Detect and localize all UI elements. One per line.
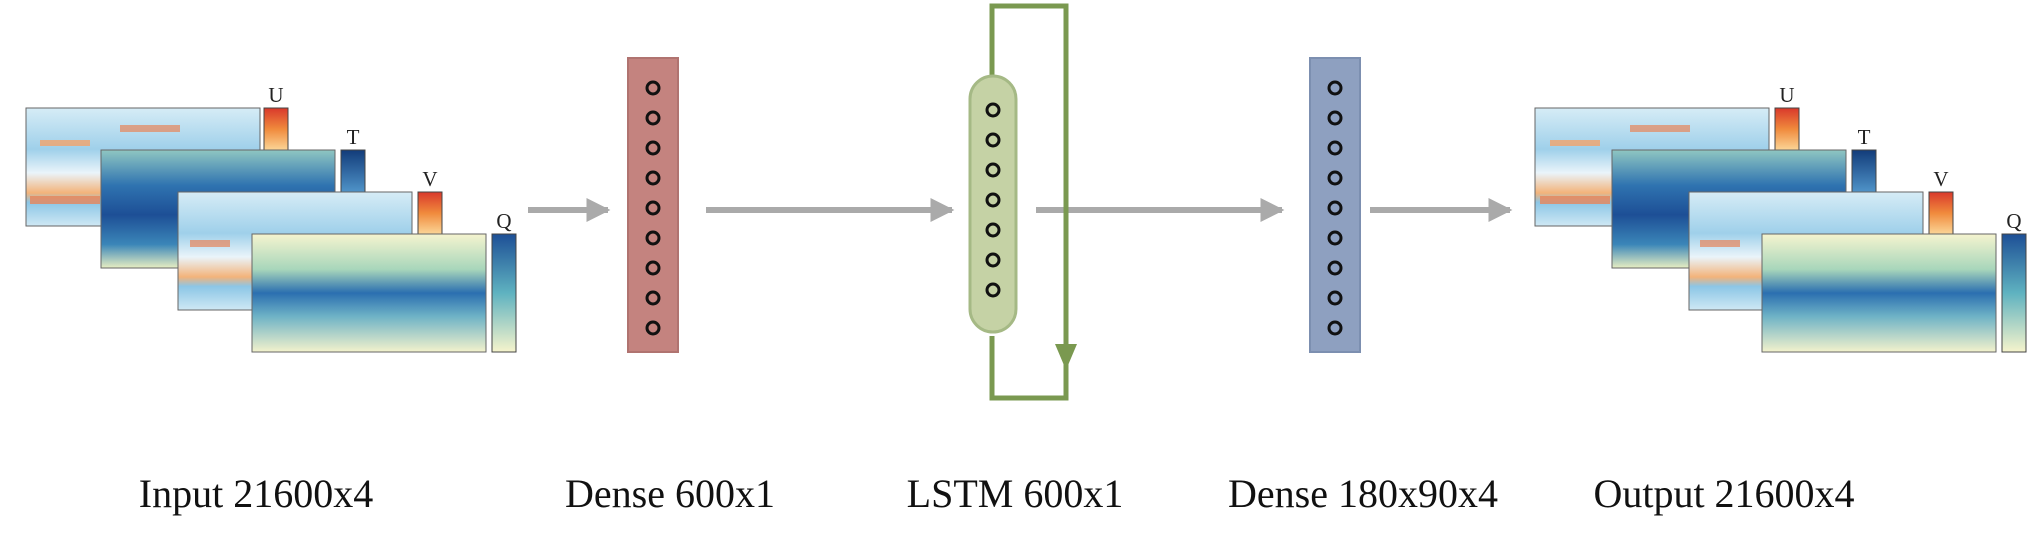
- q-variable-label: Q: [496, 209, 511, 233]
- out-t-colorbar: T: [1851, 125, 1877, 193]
- out-v-colorbar: V: [1928, 167, 1954, 235]
- neuron: [985, 102, 1001, 118]
- lstm-recurrent-loop: [989, 3, 1069, 364]
- dense-2-neurons: [1327, 80, 1343, 336]
- lstm-loop-arrowhead: [1055, 344, 1077, 370]
- neuron: [1327, 290, 1343, 306]
- neuron: [1327, 230, 1343, 246]
- dense-layer-1: [627, 57, 679, 353]
- q-colorbar: Q: [491, 209, 517, 353]
- lstm-layer: [968, 3, 1077, 401]
- out-t-variable-label: T: [1858, 125, 1871, 149]
- u-colorbar: U: [263, 83, 289, 151]
- lstm-stage-label: LSTM 600x1: [906, 471, 1124, 516]
- neuron: [645, 320, 661, 336]
- neuron: [1327, 80, 1343, 96]
- t-variable-label: T: [347, 125, 360, 149]
- out-u-colorbar: U: [1774, 83, 1800, 151]
- neuron: [1327, 260, 1343, 276]
- neuron: [1327, 320, 1343, 336]
- neuron: [985, 222, 1001, 238]
- neuron: [645, 170, 661, 186]
- neuron: [645, 230, 661, 246]
- out-q-field-map: [1761, 233, 1997, 353]
- neuron: [985, 162, 1001, 178]
- neuron: [1327, 110, 1343, 126]
- neuron: [985, 282, 1001, 298]
- dense-1-neurons: [645, 80, 661, 336]
- neuron: [645, 260, 661, 276]
- q-field-map: [251, 233, 487, 353]
- neuron: [985, 132, 1001, 148]
- t-colorbar: T: [340, 125, 366, 193]
- dense-layer-2: [1309, 57, 1361, 353]
- dense-1-stage-label: Dense 600x1: [565, 471, 775, 516]
- output-map-stack: U T V Q: [1534, 83, 2027, 353]
- v-variable-label: V: [422, 167, 437, 191]
- out-v-variable-label: V: [1933, 167, 1948, 191]
- output-stage-label: Output 21600x4: [1593, 471, 1855, 516]
- neuron: [645, 200, 661, 216]
- u-variable-label: U: [268, 83, 283, 107]
- neuron: [1327, 200, 1343, 216]
- neuron: [985, 192, 1001, 208]
- lstm-neurons: [985, 102, 1001, 298]
- neuron: [1327, 140, 1343, 156]
- input-stage-label: Input 21600x4: [138, 471, 374, 516]
- out-q-colorbar: Q: [2001, 209, 2027, 353]
- neuron: [985, 252, 1001, 268]
- dense-2-stage-label: Dense 180x90x4: [1228, 471, 1498, 516]
- neuron: [645, 110, 661, 126]
- v-colorbar: V: [417, 167, 443, 235]
- neuron: [645, 80, 661, 96]
- out-q-variable-label: Q: [2006, 209, 2021, 233]
- neuron: [645, 140, 661, 156]
- input-map-stack: U T V Q: [25, 83, 517, 353]
- out-u-variable-label: U: [1779, 83, 1794, 107]
- neuron: [1327, 170, 1343, 186]
- neuron: [645, 290, 661, 306]
